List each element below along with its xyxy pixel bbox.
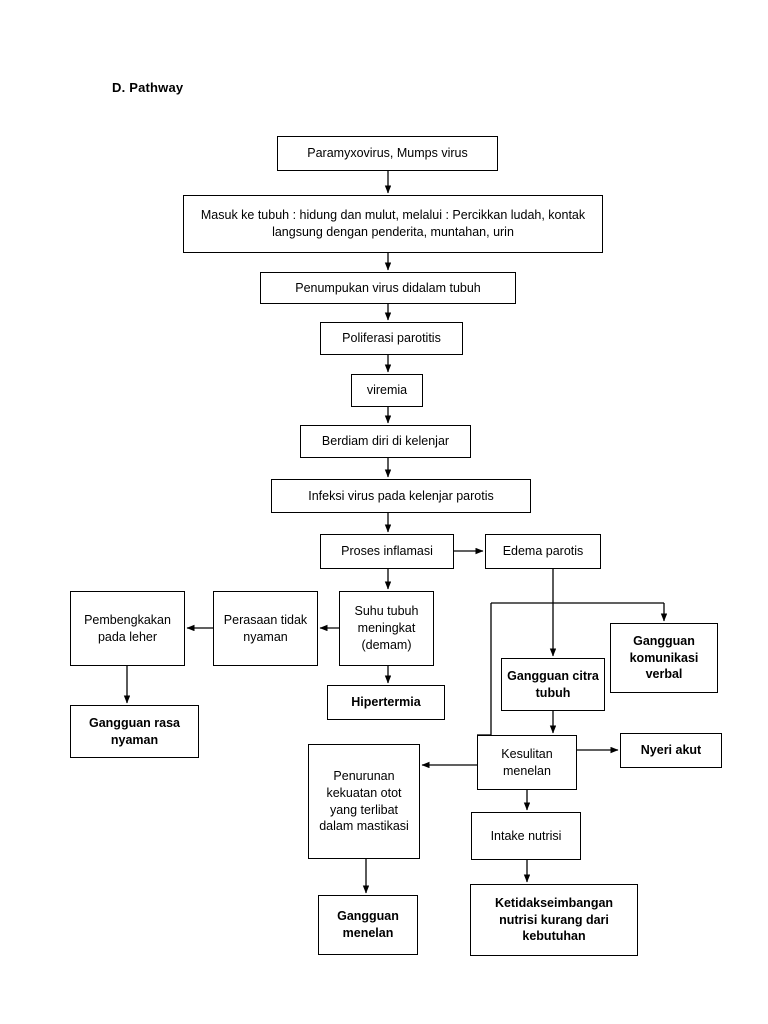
flowchart-node-n22: Ketidakseimbangan nutrisi kurang dari ke… (470, 884, 638, 956)
flowchart-node-n4: Poliferasi parotitis (320, 322, 463, 355)
flowchart-node-n3: Penumpukan virus didalam tubuh (260, 272, 516, 304)
flowchart-node-n16: Gangguan citra tubuh (501, 658, 605, 711)
flowchart-node-label: Ketidakseimbangan nutrisi kurang dari ke… (494, 895, 614, 944)
flowchart-node-label: Infeksi virus pada kelenjar parotis (308, 488, 494, 503)
flowchart-node-n1: Paramyxovirus, Mumps virus (277, 136, 498, 171)
flowchart-node-n11: Perasaan tidak nyaman (213, 591, 318, 666)
flowchart-node-n15: Gangguan komunikasi verbal (610, 623, 718, 693)
flowchart-node-label: Berdiam diri di kelenjar (321, 434, 450, 449)
flowchart-node-label: Gangguan rasa nyaman (89, 715, 180, 747)
flowchart-node-label: Intake nutrisi (490, 828, 562, 843)
flowchart-node-n8: Proses inflamasi (320, 534, 454, 569)
flowchart-node-n18: Nyeri akut (620, 733, 722, 768)
flowchart-node-n13: Hipertermia (327, 685, 445, 720)
page-title: D. Pathway (112, 80, 184, 95)
flowchart-node-label: Edema parotis (502, 544, 584, 559)
flowchart-node-label: Penurunan kekuatan otot yang terlibat da… (319, 768, 409, 834)
flowchart-node-label: Perasaan tidak nyaman (223, 612, 308, 644)
flowchart-node-label: viremia (366, 383, 408, 398)
flowchart-node-n9: Edema parotis (485, 534, 601, 569)
flowchart-node-label: Pembengkakan pada leher (84, 612, 171, 644)
flowchart-node-n20: Intake nutrisi (471, 812, 581, 860)
flowchart-node-n6: Berdiam diri di kelenjar (300, 425, 471, 458)
flowchart-node-label: Nyeri akut (640, 743, 702, 758)
flowchart-node-label: Paramyxovirus, Mumps virus (307, 146, 468, 161)
flowchart-node-n7: Infeksi virus pada kelenjar parotis (271, 479, 531, 513)
flowchart-node-n17: Kesulitan menelan (477, 735, 577, 790)
flowchart-node-n10: Suhu tubuh meningkat (demam) (339, 591, 434, 666)
flowchart-node-n14: Gangguan rasa nyaman (70, 705, 199, 758)
flowchart-node-n2: Masuk ke tubuh : hidung dan mulut, melal… (183, 195, 603, 253)
flowchart-node-n19: Penurunan kekuatan otot yang terlibat da… (308, 744, 420, 859)
flowchart-node-n21: Gangguan menelan (318, 895, 418, 955)
flowchart-node-label: Hipertermia (351, 695, 421, 710)
flowchart-node-label: Gangguan citra tubuh (507, 668, 599, 700)
flowchart-node-label: Poliferasi parotitis (342, 331, 441, 346)
flowchart-node-label: Kesulitan menelan (501, 746, 553, 778)
flowchart-node-label: Gangguan menelan (337, 909, 399, 940)
flowchart-node-label: Proses inflamasi (341, 544, 433, 559)
flowchart-node-n5: viremia (351, 374, 423, 407)
flowchart-node-label: Penumpukan virus didalam tubuh (295, 280, 481, 295)
flowchart-node-label: Masuk ke tubuh : hidung dan mulut, melal… (200, 208, 586, 239)
flowchart-node-label: Gangguan komunikasi verbal (629, 633, 699, 682)
flowchart-node-n12: Pembengkakan pada leher (70, 591, 185, 666)
flowchart-node-label: Suhu tubuh meningkat (demam) (354, 604, 419, 652)
